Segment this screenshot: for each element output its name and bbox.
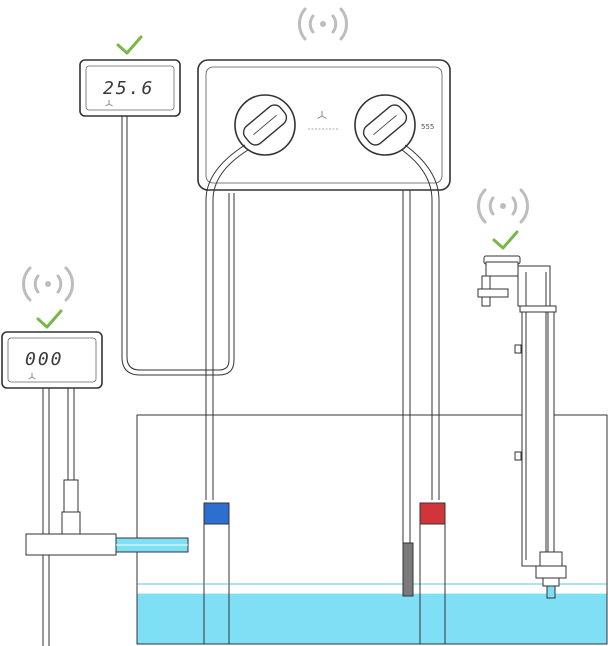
pump-head-right bbox=[354, 94, 416, 156]
water bbox=[137, 593, 607, 644]
display-reading: 000 bbox=[25, 349, 64, 370]
display-screen bbox=[7, 337, 97, 383]
controller-model-label: 555 bbox=[421, 123, 434, 131]
main-controller: 555 bbox=[197, 7, 451, 191]
checkmark-icon bbox=[116, 35, 143, 55]
temperature-display-unit: 25.6 bbox=[79, 35, 235, 376]
fan-logo-icon bbox=[317, 111, 327, 119]
checkmark-icon bbox=[36, 309, 63, 329]
display-frame bbox=[79, 59, 181, 117]
display-cable-inner bbox=[121, 116, 235, 376]
display-frame bbox=[1, 331, 103, 389]
wifi-icon bbox=[22, 266, 74, 302]
display-cable bbox=[126, 116, 230, 371]
water-level-sensor bbox=[477, 188, 567, 599]
flow-display-unit: 000 bbox=[1, 266, 189, 646]
left-tube-outer bbox=[205, 144, 246, 500]
right-tube-outer bbox=[404, 144, 440, 500]
flow-sensor-fitting bbox=[25, 479, 189, 556]
tubing bbox=[205, 144, 440, 543]
tank-outline bbox=[136, 414, 608, 645]
wifi-icon bbox=[477, 188, 529, 224]
display-reading: 25.6 bbox=[103, 78, 154, 99]
aquarium-tank bbox=[136, 414, 608, 645]
wifi-icon bbox=[298, 7, 348, 41]
intake-tube-blue bbox=[203, 502, 230, 645]
checkmark-icon bbox=[492, 230, 519, 250]
intake-tube-red bbox=[419, 502, 446, 645]
left-tube-inner bbox=[212, 149, 249, 500]
right-tube-inner bbox=[401, 149, 433, 500]
controller-body bbox=[197, 59, 451, 191]
temperature-probe bbox=[402, 542, 414, 597]
fan-logo-icon bbox=[105, 100, 113, 107]
controller-face bbox=[205, 66, 443, 184]
pump-head-left bbox=[234, 94, 296, 156]
display-screen bbox=[85, 65, 175, 111]
fan-logo-icon bbox=[28, 373, 36, 380]
